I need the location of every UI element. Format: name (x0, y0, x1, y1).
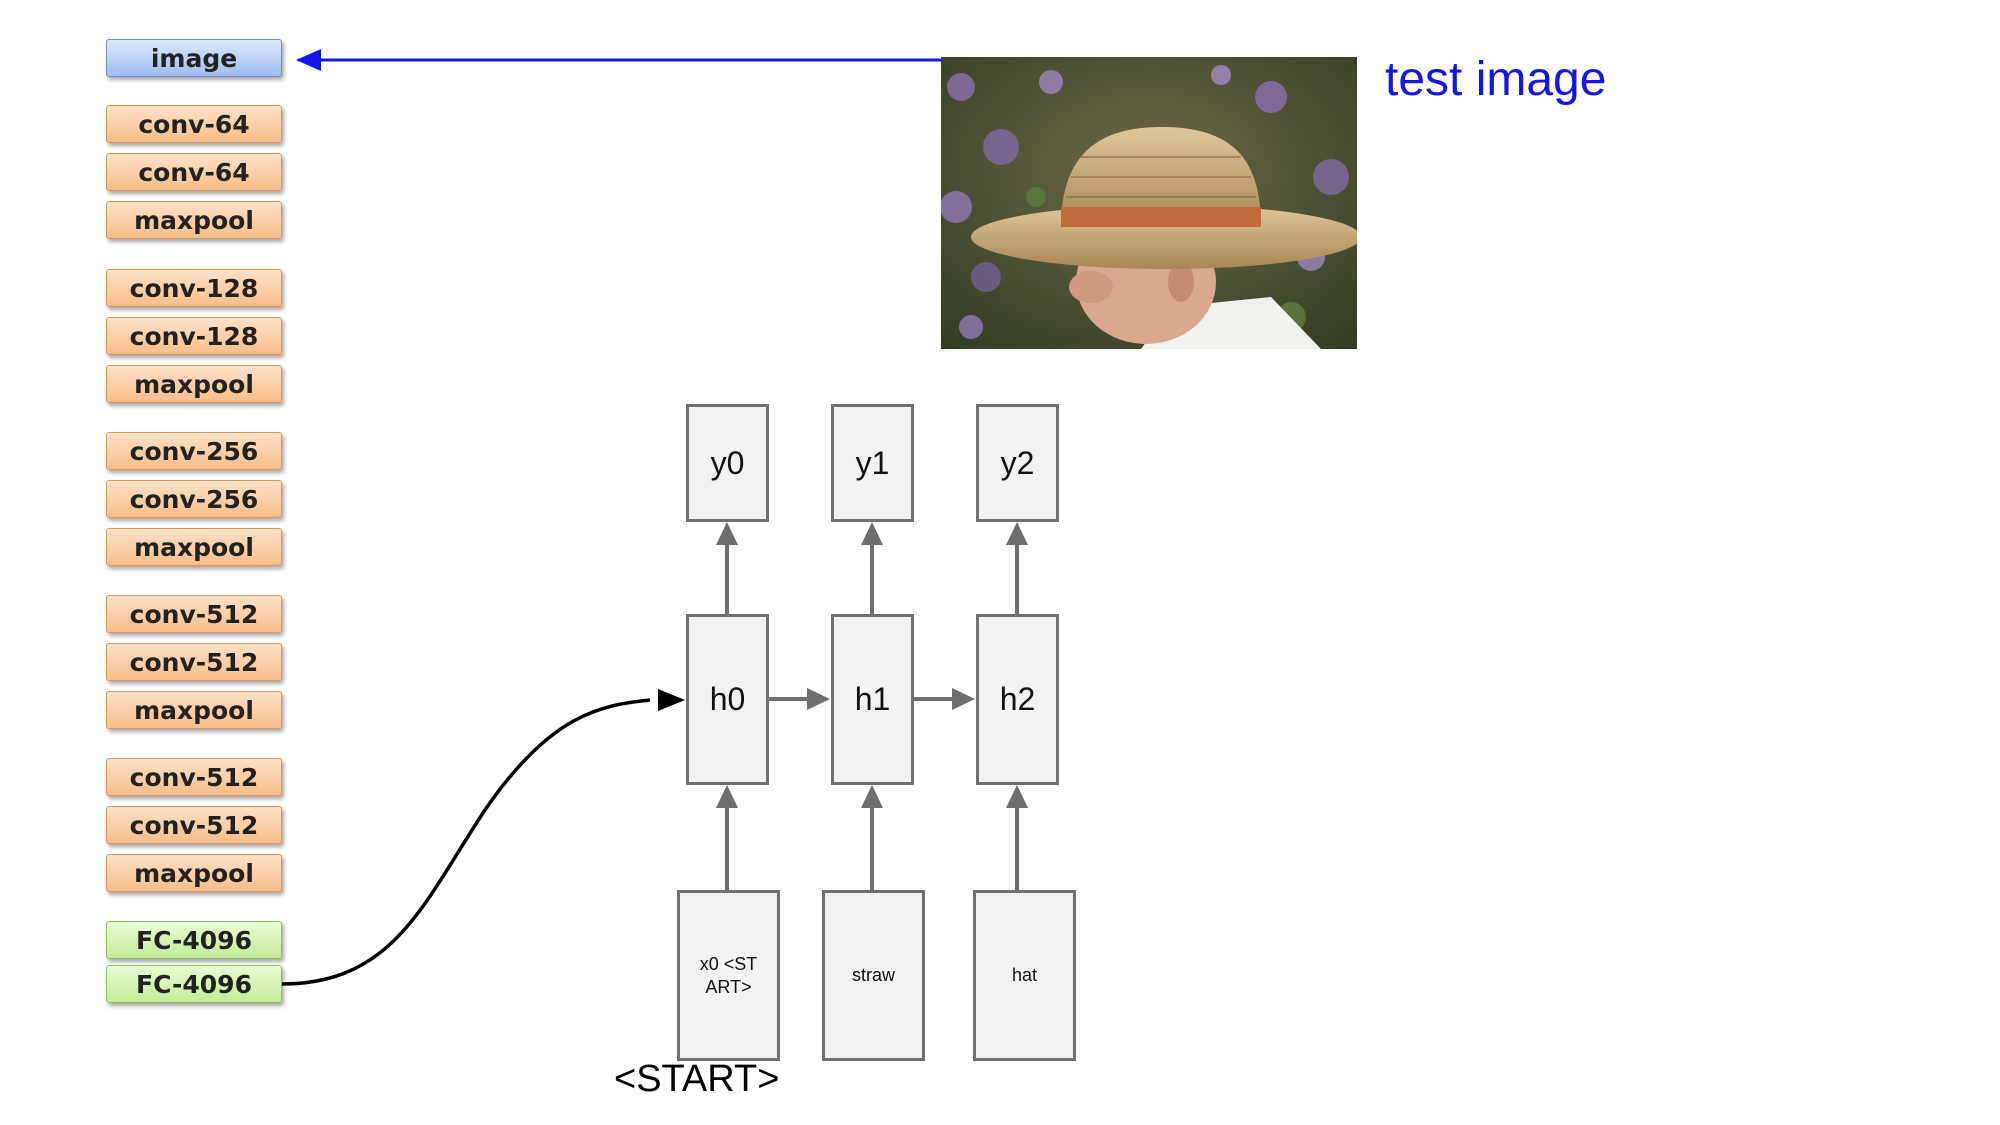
layer-14-label: conv-512 (129, 810, 259, 840)
layer-8-label: conv-256 (129, 484, 259, 514)
layer-10-label: conv-512 (129, 599, 259, 629)
output-label-y1: y1 (855, 444, 890, 481)
layer-0-label: image (150, 43, 238, 73)
output-label-y2: y2 (1000, 444, 1035, 481)
layer-16: FC-4096 (106, 921, 282, 959)
layer-1-label: conv-64 (138, 109, 250, 139)
layer-3-label: maxpool (134, 205, 254, 235)
layer-14: conv-512 (106, 806, 282, 844)
layer-5-label: conv-128 (129, 321, 259, 351)
input-node-x1: straw (822, 890, 925, 1061)
input-label-x1: straw (851, 965, 895, 985)
output-node-y2: y2 (976, 404, 1059, 522)
input-node-x2: hat (973, 890, 1076, 1061)
output-label-y0: y0 (710, 444, 745, 481)
fc-to-h0-arrowhead (658, 689, 685, 711)
layer-17-label: FC-4096 (136, 969, 252, 999)
layer-2-label: conv-64 (138, 157, 250, 187)
output-node-y0: y0 (686, 404, 769, 522)
hidden-node-h0: h0 (686, 614, 769, 785)
layer-12-label: maxpool (134, 695, 254, 725)
layer-11: conv-512 (106, 643, 282, 681)
input-node-x0: x0 <START> (677, 890, 780, 1061)
layer-6: maxpool (106, 365, 282, 403)
layer-8: conv-256 (106, 480, 282, 518)
layer-13: conv-512 (106, 758, 282, 796)
layer-13-label: conv-512 (129, 762, 259, 792)
layer-5: conv-128 (106, 317, 282, 355)
layer-2: conv-64 (106, 153, 282, 191)
hidden-node-h2: h2 (976, 614, 1059, 785)
output-node-y1: y1 (831, 404, 914, 522)
test-image-label: test image (1385, 53, 1607, 106)
layer-4: conv-128 (106, 269, 282, 307)
layer-7-label: conv-256 (129, 436, 259, 466)
hidden-label-h0: h0 (709, 681, 746, 717)
layer-6-label: maxpool (134, 369, 254, 399)
test-image-illustration (941, 57, 1357, 349)
layer-15: maxpool (106, 854, 282, 892)
layer-9-label: maxpool (134, 532, 254, 562)
input-label-x0: x0 <START> (699, 953, 758, 997)
layer-4-label: conv-128 (129, 273, 259, 303)
image-input-arrowhead (296, 49, 321, 71)
layer-15-label: maxpool (134, 858, 254, 888)
layer-7: conv-256 (106, 432, 282, 470)
layer-17: FC-4096 (106, 965, 282, 1003)
fc-to-h0-curve (281, 698, 651, 986)
start-label: <START> (614, 1058, 780, 1100)
hidden-label-h1: h1 (854, 681, 891, 717)
hidden-node-h1: h1 (831, 614, 914, 785)
hidden-label-h2: h2 (999, 681, 1036, 717)
layer-0: image (106, 39, 282, 77)
layer-1: conv-64 (106, 105, 282, 143)
test-image-photo (941, 57, 1357, 349)
layer-9: maxpool (106, 528, 282, 566)
input-label-x2: hat (1011, 965, 1038, 985)
layer-10: conv-512 (106, 595, 282, 633)
layer-16-label: FC-4096 (136, 925, 252, 955)
layer-12: maxpool (106, 691, 282, 729)
layer-3: maxpool (106, 201, 282, 239)
layer-11-label: conv-512 (129, 647, 259, 677)
